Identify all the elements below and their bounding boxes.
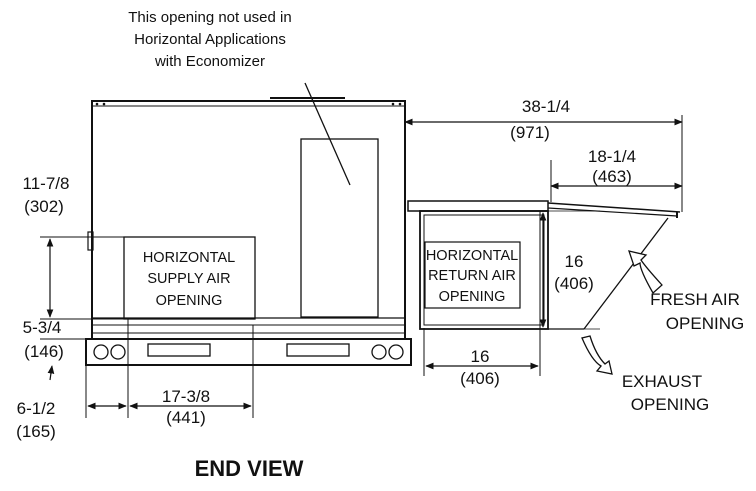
- dim-return-height: 16: [565, 252, 584, 271]
- dimension-labels: 38-1/4 (971) 18-1/4 (463) 11-7/8 (302) 1…: [16, 97, 636, 441]
- note-line-2: Horizontal Applications: [134, 31, 286, 48]
- exhaust-label: EXHAUST OPENING: [622, 372, 709, 414]
- dimension-lines: [40, 115, 683, 418]
- base-rail: [85, 338, 412, 366]
- view-title: END VIEW: [195, 456, 304, 481]
- dim-return-width-mm: (406): [460, 369, 500, 388]
- return-label-line-3: OPENING: [439, 289, 506, 305]
- supply-label-line-2: SUPPLY AIR: [147, 271, 230, 287]
- dim-hood-depth-mm: (463): [592, 167, 632, 186]
- dim-return-height-mm: (406): [554, 274, 594, 293]
- dim-hood-depth: 18-1/4: [588, 147, 636, 166]
- return-label-line-1: HORIZONTAL: [426, 248, 518, 264]
- dim-supply-top-mm: (302): [24, 197, 64, 216]
- dim-overall-width: 38-1/4: [522, 97, 570, 116]
- economizer-section: [407, 200, 549, 330]
- dim-return-width: 16: [471, 347, 490, 366]
- exhaust-label-line-1: EXHAUST: [622, 372, 702, 391]
- note-line-1: This opening not used in: [128, 9, 291, 26]
- dim-supply-width-mm: (441): [166, 408, 206, 427]
- supply-label-line-1: HORIZONTAL: [143, 250, 235, 266]
- dim-supply-bottom-mm: (146): [24, 342, 64, 361]
- note-text: This opening not used in Horizontal Appl…: [128, 9, 291, 70]
- dim-overall-width-mm: (971): [510, 123, 550, 142]
- return-air-opening: [424, 241, 521, 309]
- return-opening-label: HORIZONTAL RETURN AIR OPENING: [426, 248, 518, 305]
- dim-supply-left: 6-1/2: [17, 399, 56, 418]
- supply-opening-label: HORIZONTAL SUPPLY AIR OPENING: [143, 250, 235, 309]
- exhaust-label-line-2: OPENING: [631, 395, 709, 414]
- exhaust-arrow-icon: [581, 335, 613, 375]
- dim-supply-bottom: 5-3/4: [23, 318, 62, 337]
- fresh-label-line-1: FRESH AIR: [650, 290, 740, 309]
- note-line-3: with Economizer: [154, 53, 265, 70]
- unit-cabinet: [87, 97, 406, 340]
- supply-label-line-3: OPENING: [156, 293, 223, 309]
- note-leader-line: [304, 82, 351, 186]
- fresh-air-label: FRESH AIR OPENING: [650, 290, 744, 333]
- supply-air-opening: [123, 236, 256, 320]
- dim-supply-width: 17-3/8: [162, 387, 210, 406]
- dim-supply-top: 11-7/8: [23, 174, 70, 193]
- return-label-line-2: RETURN AIR: [428, 268, 516, 284]
- unused-opening: [300, 138, 379, 318]
- dim-supply-left-mm: (165): [16, 422, 56, 441]
- fresh-label-line-2: OPENING: [666, 314, 744, 333]
- fresh-air-arrow-icon: [628, 250, 663, 295]
